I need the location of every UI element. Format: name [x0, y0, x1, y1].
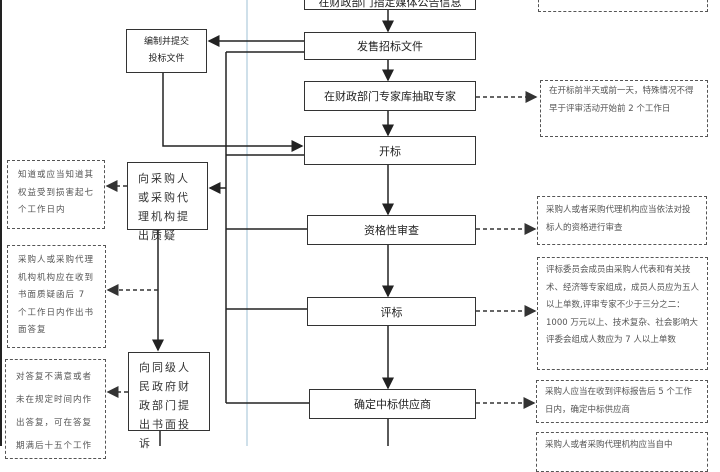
step-draw-experts: 在财政部门专家库抽取专家 — [304, 81, 476, 111]
note-expert: 在开标前半天或前一天，特殊情况不得早于评审活动开始前 2 个工作日 — [540, 80, 708, 137]
arrow-prepare-to-open — [162, 73, 304, 152]
note-award: 采购人应当在收到评标报告后 5 个工作日内，确定中标供应商 — [536, 380, 708, 423]
note-reply-deadline: 采购人或采购代理机构机构应在收到书面质疑函后 7 个工作日内作出书面答复 — [7, 245, 106, 348]
note-evaluation: 评标委员会成员由采购人代表和有关技术、经济等专家组成，成员人员应为五人以上单数,… — [537, 257, 708, 370]
step-prepare-bid: 编制并提交投标文件 — [126, 29, 207, 73]
connectors — [105, 10, 538, 446]
step-query: 向采购人或采购代理机构提出质疑 — [127, 162, 208, 242]
lane-separator — [246, 0, 248, 446]
step-sell-documents: 发售招标文件 — [304, 32, 476, 60]
step-evaluation: 评标 — [307, 297, 476, 326]
step-award: 确定中标供应商 — [309, 389, 476, 419]
step-announce: 在财政部门指定媒体公告信息 — [304, 0, 476, 10]
step-bid-opening: 开标 — [304, 136, 476, 165]
note-qualification: 采购人或者采购代理机构应当依法对投标人的资格进行审查 — [537, 196, 707, 245]
step-complaint: 向同级人民政府财政部门提出书面投诉 — [128, 352, 210, 450]
note-next: 采购人或者采购代理机构应当自中 — [536, 432, 708, 472]
note-query-deadline: 知道或应当知道其权益受到损害起七个工作日内 — [7, 160, 105, 229]
step-qualification: 资格性审查 — [307, 215, 476, 245]
note-complaint-deadline: 对答复不满意或者未在规定时间内作出答复，可在答复期满后十五个工作 — [5, 359, 106, 459]
left-border — [0, 0, 2, 446]
note-top — [538, 0, 708, 12]
